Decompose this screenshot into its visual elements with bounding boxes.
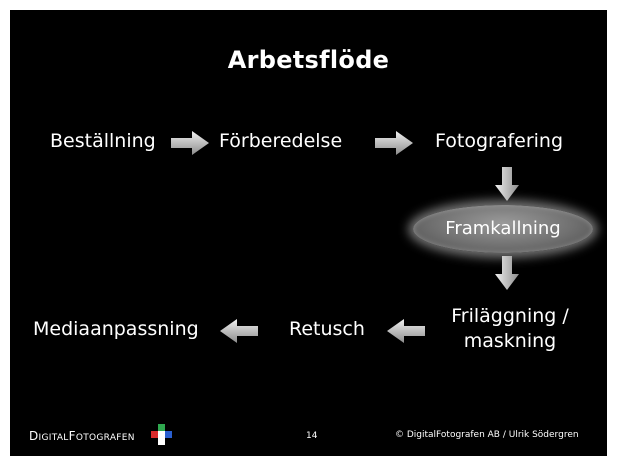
arrow-down-icon [495, 256, 519, 290]
step-frilaggning-line1: Friläggning / [451, 305, 569, 327]
digitalfotografen-logo-icon [151, 424, 172, 445]
step-forberedelse: Förberedelse [219, 130, 343, 152]
footer-logo-text: DIGITALFOTOGRAFEN [29, 429, 135, 443]
step-framkallning-highlighted: Framkallning [413, 205, 593, 253]
step-frilaggning-line2: maskning [463, 330, 557, 352]
slide-title: Arbetsflöde [227, 46, 390, 74]
step-bestallning: Beställning [50, 130, 156, 152]
logo-text-igital: IGITAL [38, 433, 69, 443]
page-number: 14 [306, 431, 318, 441]
arrow-left-icon [220, 319, 258, 343]
logo-text-otografen: OTOGRAFEN [75, 433, 135, 443]
arrow-down-icon [495, 167, 519, 201]
step-frilaggning: Friläggning / maskning [435, 304, 585, 354]
step-mediaanpassning: Mediaanpassning [33, 318, 199, 340]
arrow-left-icon [387, 319, 425, 343]
logo-letter-f: F [68, 429, 76, 443]
logo-letter-d: D [29, 429, 39, 443]
step-retusch: Retusch [289, 318, 365, 340]
arrow-right-icon [171, 131, 209, 155]
step-fotografering: Fotografering [435, 130, 564, 152]
copyright: © DigitalFotografen AB / Ulrik Södergren [395, 430, 579, 440]
arrow-right-icon [375, 131, 413, 155]
slide: Arbetsflöde Beställning Förberedelse Fot… [10, 10, 607, 456]
